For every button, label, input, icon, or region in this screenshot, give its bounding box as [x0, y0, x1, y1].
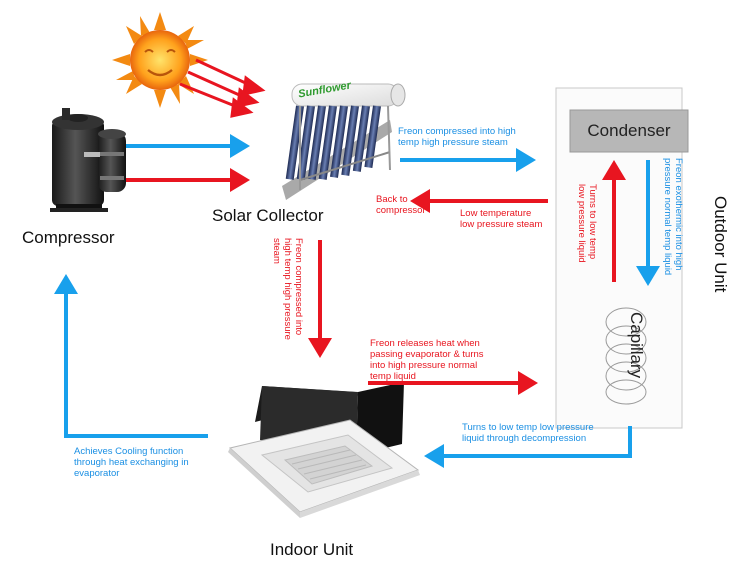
indoor-unit-label: Indoor Unit — [270, 540, 354, 559]
sun-icon — [112, 12, 208, 108]
condenser: Condenser — [570, 110, 688, 152]
note-line: temp liquid — [370, 371, 416, 382]
note-line: passing evaporator & turns — [370, 349, 484, 360]
note-line: into high pressure normal — [370, 360, 478, 371]
arrow-outdoor-to-indoor-head — [424, 444, 444, 468]
note-line: compressor — [376, 205, 426, 216]
note-releases-heat: Freon releases heat when passing evapora… — [370, 338, 484, 382]
solar-collector-label: Solar Collector — [212, 206, 324, 225]
arrow-to-capillary-red — [368, 371, 538, 395]
note-back-to-compressor: Back to compressor — [376, 194, 426, 216]
sun-ray-arrows — [179, 58, 266, 118]
note-line: Low temperature — [460, 208, 532, 219]
note-line: Turns to low temp low pressure — [462, 422, 594, 433]
note-line: evaporator — [74, 468, 120, 479]
note-line: through heat exchanging in — [74, 457, 189, 468]
note-line: low pressure liquid — [576, 184, 587, 263]
arrow-condenser-down — [636, 160, 660, 286]
arrow-compressor-to-solar-blue — [126, 134, 250, 158]
compressor-icon — [50, 108, 126, 212]
note-line: Achieves Cooling function — [74, 446, 184, 457]
note-line: high temp high pressure — [282, 238, 293, 340]
note-line: Back to — [376, 194, 408, 205]
note-achieves-cooling: Achieves Cooling function through heat e… — [74, 446, 189, 479]
arrow-outdoor-to-indoor-blue — [442, 426, 632, 458]
note-line: low pressure steam — [460, 219, 543, 230]
note-line: Freon compressed into — [293, 238, 304, 336]
capillary-label: Capillary — [627, 312, 646, 379]
indoor-unit-icon — [228, 382, 420, 518]
note-turns-low-temp: Turns to low temp low pressure liquid — [576, 184, 598, 263]
solar-collector-icon — [282, 83, 406, 200]
arrow-indoor-to-compressor-head — [54, 274, 78, 294]
note-exothermic: Freon exothermic into high pressure norm… — [662, 158, 684, 275]
note-line: Freon compressed into high — [398, 126, 516, 137]
note-line: pressure normal temp liquid — [662, 158, 673, 276]
condenser-label: Condenser — [587, 121, 671, 140]
arrow-solar-down-to-indoor — [308, 240, 332, 358]
arrow-back-to-compressor — [410, 189, 548, 213]
note-line: Freon releases heat when — [370, 338, 480, 349]
outdoor-unit-label: Outdoor Unit — [711, 196, 730, 293]
arrow-compressor-to-solar-red — [126, 168, 250, 192]
note-low-temp-steam: Low temperature low pressure steam — [460, 208, 542, 230]
capillary-coil-icon — [605, 307, 647, 405]
condenser-box — [569, 109, 689, 153]
note-compressed-steam: Freon compressed into high temp high pre… — [398, 126, 516, 148]
compressor-label: Compressor — [22, 228, 115, 247]
note-line: steam — [271, 238, 282, 264]
arrow-capillary-up — [602, 160, 626, 282]
note-line: liquid through decompression — [462, 433, 587, 444]
arrow-solar-to-condenser — [400, 148, 536, 172]
note-line: Freon exothermic into high — [673, 158, 684, 271]
note-line: temp high pressure steam — [398, 137, 508, 148]
note-line: Turns to low temp — [587, 184, 598, 260]
capillary: Capillary — [626, 312, 646, 378]
note-decompression: Turns to low temp low pressure liquid th… — [462, 422, 594, 444]
arrow-indoor-to-compressor-blue — [64, 292, 208, 438]
note-freon-compressed-down: Freon compressed into high temp high pre… — [271, 238, 304, 340]
outdoor-unit: Outdoor Unit — [710, 196, 730, 292]
